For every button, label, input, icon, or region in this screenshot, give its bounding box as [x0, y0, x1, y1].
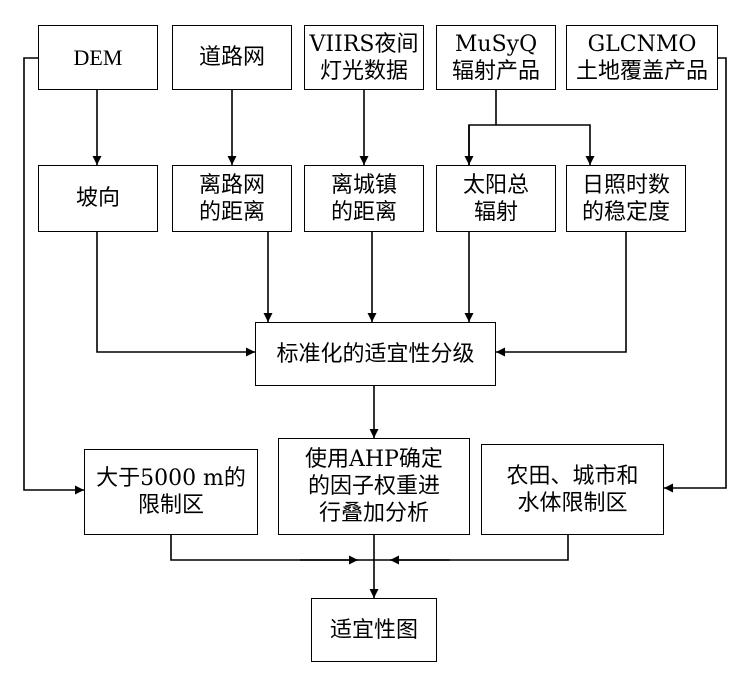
dem-box: DEM	[38, 25, 158, 90]
suitability-map-label: 适宜性图	[329, 617, 418, 643]
road-distance-label: 离路网 的距离	[198, 172, 265, 225]
road-network-label: 道路网	[198, 45, 265, 70]
aspect-box: 坡向	[38, 165, 158, 232]
ahp-overlay-label: 使用AHP确定 的因子权重进 行叠加分析	[305, 447, 443, 526]
solar-radiation-box: 太阳总 辐射	[436, 165, 556, 232]
musyq-box: MuSyQ 辐射产品	[436, 25, 556, 90]
town-distance-box: 离城镇 的距离	[304, 165, 424, 232]
landcover-limit-label: 农田、城市和 水体限制区	[506, 463, 639, 516]
musyq-label: MuSyQ 辐射产品	[451, 31, 540, 84]
arrow-glcnmo-to-landcover-limit	[664, 57, 727, 493]
glcnmo-box: GLCNMO 土地覆盖产品	[566, 25, 718, 90]
suitability-map-box: 适宜性图	[311, 598, 437, 662]
solar-radiation-label: 太阳总 辐射	[462, 172, 529, 225]
arrow-musyq-split	[468, 90, 590, 165]
sunshine-stability-label: 日照时数 的稳定度	[581, 172, 670, 225]
town-distance-label: 离城镇 的距离	[330, 172, 397, 225]
arrow-sunshine-to-standardize	[496, 232, 627, 357]
arrow-dem-to-elevation-limit	[23, 57, 84, 495]
road-distance-box: 离路网 的距离	[172, 165, 292, 232]
standardization-label: 标准化的适宜性分级	[276, 341, 475, 367]
arrow-aspect-to-standardize	[96, 232, 255, 357]
viirs-label: VIIRS夜间 灯光数据	[309, 31, 419, 84]
ahp-overlay-box: 使用AHP确定 的因子权重进 行叠加分析	[278, 438, 470, 535]
dem-label: DEM	[73, 45, 123, 70]
viirs-box: VIIRS夜间 灯光数据	[304, 25, 424, 90]
elevation-limit-label: 大于5000 m的 限制区	[96, 466, 246, 518]
road-network-box: 道路网	[172, 25, 292, 90]
line-landcover-to-merge	[374, 535, 569, 561]
glcnmo-label: GLCNMO 土地覆盖产品	[575, 31, 708, 84]
landcover-limit-box: 农田、城市和 水体限制区	[481, 444, 664, 535]
sunshine-stability-box: 日照时数 的稳定度	[566, 165, 686, 232]
standardization-box: 标准化的适宜性分级	[255, 322, 496, 386]
line-elevation-to-merge	[170, 535, 374, 561]
aspect-label: 坡向	[75, 186, 120, 211]
elevation-limit-box: 大于5000 m的 限制区	[84, 449, 258, 535]
